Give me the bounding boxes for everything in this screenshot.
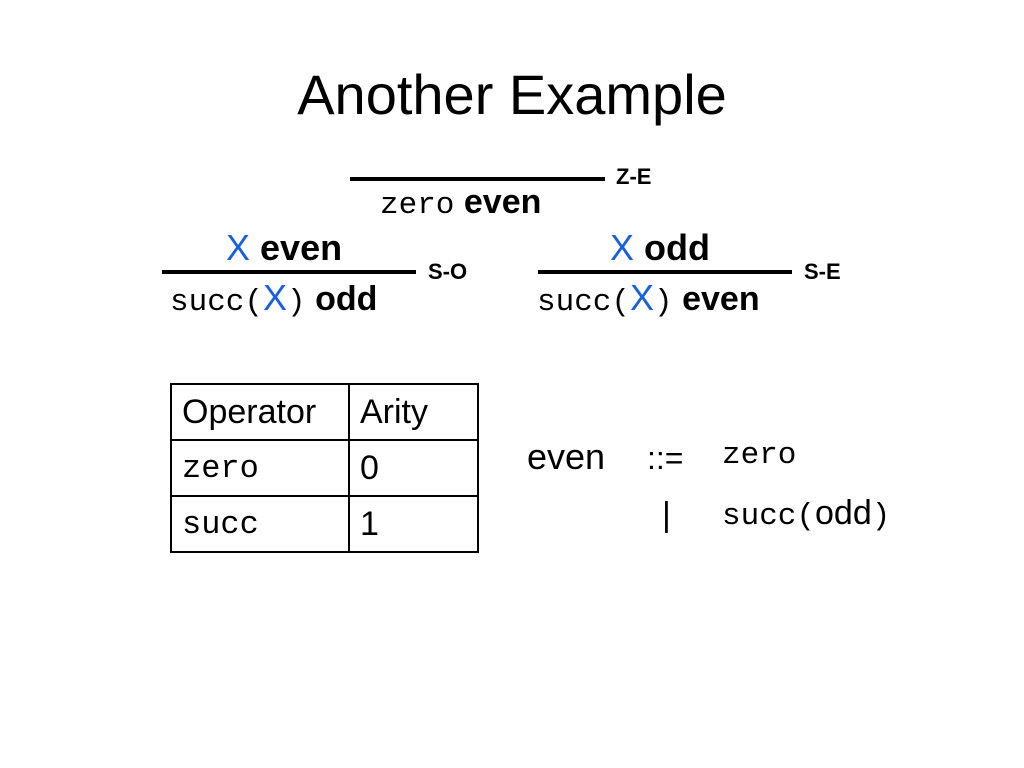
so-premise-var: X: [226, 227, 251, 268]
table-header-row: Operator Arity: [170, 383, 479, 441]
table-cell-arity: 0: [348, 439, 479, 497]
so-conclusion-suffix: ): [287, 285, 306, 320]
grammar-bar: |: [662, 496, 671, 534]
grammar-defines: ::=: [647, 440, 684, 476]
table-row: succ 1: [170, 495, 479, 553]
table-header-operator: Operator: [170, 383, 350, 441]
so-conclusion: succ(X) odd: [170, 277, 377, 320]
se-premise-judgment: odd: [644, 227, 711, 268]
se-conclusion-judgment: even: [682, 280, 760, 318]
se-rule-label: S-E: [804, 259, 841, 284]
so-rule-line: [162, 270, 416, 274]
so-conclusion-judgment: odd: [315, 280, 378, 318]
se-conclusion: succ(X) even: [537, 277, 760, 320]
table-cell-arity: 1: [348, 495, 479, 553]
table-header-arity: Arity: [348, 383, 479, 441]
so-conclusion-var: X: [263, 277, 288, 318]
grammar-alt-zero: zero: [722, 438, 797, 473]
so-conclusion-prefix: succ(: [170, 285, 264, 320]
table-cell-operator: zero: [170, 439, 350, 497]
ze-conclusion-term: zero: [380, 188, 455, 223]
se-conclusion-var: X: [630, 277, 655, 318]
grammar-alt-succ-suffix: ): [871, 499, 891, 534]
grammar-alt-succ-prefix: succ(: [722, 499, 816, 534]
ze-rule-line: [350, 177, 605, 181]
grammar-nonterminal: even: [527, 436, 606, 477]
table-row: zero 0: [170, 439, 479, 497]
se-conclusion-suffix: ): [654, 285, 673, 320]
ze-conclusion-judgment: even: [463, 183, 542, 221]
so-premise-judgment: even: [260, 227, 343, 268]
table-cell-operator: succ: [170, 495, 350, 553]
grammar-alt-succ: succ(odd): [722, 494, 890, 534]
se-premise: X odd: [610, 227, 710, 269]
so-premise: X even: [226, 227, 342, 269]
se-conclusion-prefix: succ(: [537, 285, 631, 320]
slide-title: Another Example: [297, 63, 727, 126]
ze-conclusion: zero even: [380, 183, 541, 223]
grammar-alt-succ-arg: odd: [815, 494, 872, 532]
se-rule-line: [538, 270, 792, 274]
ze-rule-label: Z-E: [616, 164, 652, 189]
se-premise-var: X: [610, 227, 635, 268]
operator-arity-table: Operator Arity zero 0 succ 1: [170, 383, 479, 553]
so-rule-label: S-O: [428, 259, 468, 284]
